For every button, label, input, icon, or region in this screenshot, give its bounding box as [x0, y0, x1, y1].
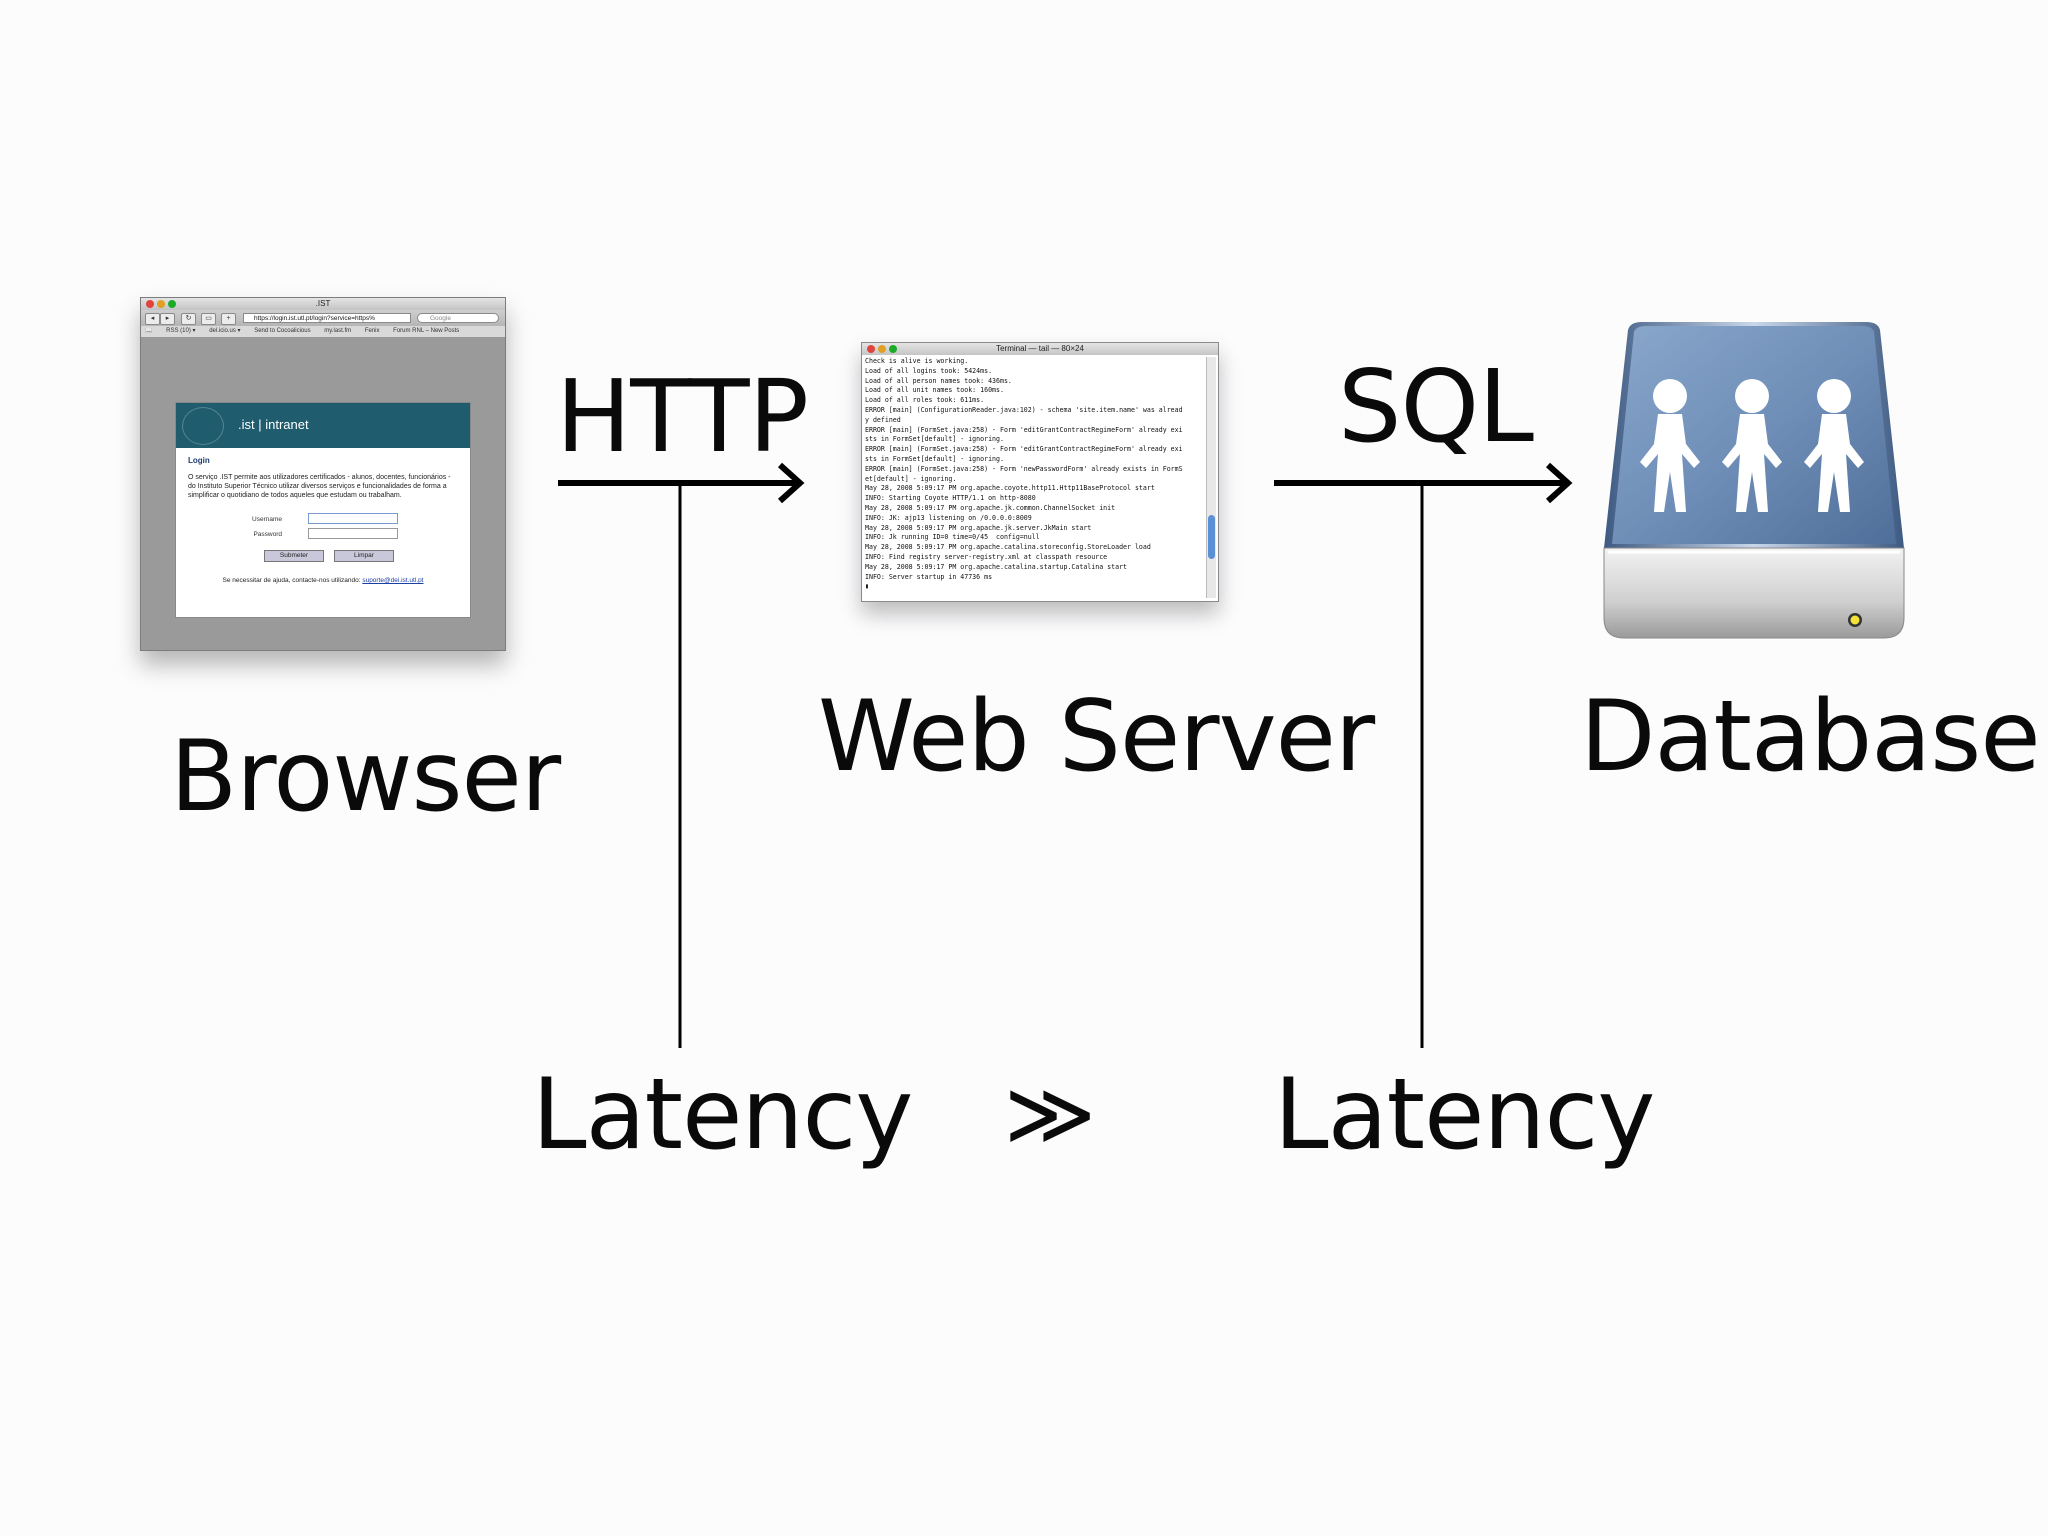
database-drive-icon — [1603, 322, 1905, 639]
web-server-label: Web Server — [818, 680, 1375, 794]
terminal-line: et[default] - ignoring. — [865, 474, 957, 483]
terminal-title: Terminal — tail — 80×24 — [996, 344, 1084, 353]
people-icon — [1640, 379, 1864, 512]
terminal-line: INFO: JK: ajp13 listening on /0.0.0.0:80… — [865, 513, 1032, 522]
terminal-line: INFO: Jk running ID=0 time=0/45 config=n… — [865, 533, 1040, 542]
terminal-line: May 28, 2008 5:09:17 PM org.apache.catal… — [865, 562, 1128, 571]
search-field: Google — [417, 313, 499, 323]
minimize-icon — [878, 345, 886, 353]
terminal-output: Check is alive is working.Load of all lo… — [865, 357, 1204, 598]
browser-titlebar: .IST — [141, 298, 505, 310]
terminal-line: May 28, 2008 5:09:17 PM org.apache.coyot… — [865, 484, 1155, 493]
much-greater-symbol: ≫ — [1004, 1062, 1096, 1165]
terminal-line: INFO: Find registry server-registry.xml … — [865, 552, 1108, 561]
bookmarks-book-icon: 📖 — [145, 328, 153, 334]
password-label: Password — [253, 531, 282, 538]
password-row: Password — [188, 527, 458, 542]
help-email: suporte@dei.ist.utl.pt — [362, 577, 424, 584]
username-row: Username — [188, 512, 458, 527]
terminal-line: sts in FormSet[default] - ignoring. — [865, 435, 1004, 444]
username-label: Username — [252, 516, 282, 523]
terminal-line: Load of all person names took: 436ms. — [865, 376, 1012, 385]
username-field — [308, 513, 398, 524]
molecule-logo-icon — [182, 407, 224, 445]
submit-button: Submeter — [264, 550, 324, 562]
window-controls — [867, 345, 900, 357]
login-body: Login O serviço .IST permite aos utiliza… — [176, 448, 470, 593]
help-line: Se necessitar de ajuda, contacte-nos uti… — [188, 576, 458, 585]
forward-icon: ▸ — [160, 313, 175, 325]
terminal-line: Load of all unit names took: 160ms. — [865, 386, 1004, 395]
terminal-line: INFO: Server startup in 47736 ms — [865, 572, 993, 581]
terminal-line: ERROR [main] (FormSet.java:258) - Form '… — [865, 425, 1183, 434]
terminal-screenshot: Terminal — tail — 80×24 Check is alive i… — [861, 342, 1219, 602]
terminal-line: May 28, 2008 5:09:17 PM org.apache.jk.se… — [865, 523, 1092, 532]
intranet-header: .ist | intranet — [176, 403, 470, 448]
terminal-line: May 28, 2008 5:09:17 PM org.apache.jk.co… — [865, 503, 1116, 512]
clear-button: Limpar — [333, 550, 394, 562]
database-label: Database — [1580, 680, 2041, 794]
terminal-line: y defined — [865, 415, 901, 424]
window-controls — [146, 300, 179, 312]
password-field — [308, 528, 398, 539]
terminal-line: Load of all logins took: 5424ms. — [865, 366, 993, 375]
terminal-line: May 28, 2008 5:09:17 PM org.apache.catal… — [865, 543, 1151, 552]
scrollbar-thumb — [1208, 515, 1215, 559]
sql-arrowhead-icon — [1545, 462, 1573, 504]
help-text: Se necessitar de ajuda, contacte-nos uti… — [222, 577, 361, 584]
terminal-line: Check is alive is working. — [865, 357, 969, 365]
sql-label: SQL — [1338, 348, 1534, 465]
browser-title: .IST — [315, 299, 331, 308]
http-label: HTTP — [556, 358, 809, 475]
browser-screenshot: .IST ◂ ▸ ↻ ▭ + https://login.ist.utl.pt/… — [140, 297, 506, 651]
terminal-line: ERROR [main] (ConfigurationReader.java:1… — [865, 405, 1183, 414]
latency-left-label: Latency — [532, 1058, 913, 1172]
browser-label: Browser — [170, 720, 561, 834]
minimize-icon — [157, 300, 165, 308]
bookmark-icon: ▭ — [201, 313, 216, 325]
login-page: .ist | intranet Login O serviço .IST per… — [175, 402, 471, 618]
intranet-brand: .ist | intranet — [238, 417, 309, 432]
bookmark-item: my.last.fm — [324, 328, 352, 334]
latency-right-label: Latency — [1274, 1058, 1655, 1172]
terminal-line: sts in FormSet[default] - ignoring. — [865, 454, 1004, 463]
zoom-icon — [168, 300, 176, 308]
terminal-line: ERROR [main] (FormSet.java:258) - Form '… — [865, 445, 1183, 454]
terminal-line: ERROR [main] (FormSet.java:258) - Form '… — [865, 464, 1183, 473]
close-icon — [146, 300, 154, 308]
reload-icon: ↻ — [181, 313, 196, 325]
zoom-icon — [889, 345, 897, 353]
bookmark-item: del.icio.us ▾ — [209, 328, 241, 334]
bookmark-item: Send to Cocoalicious — [254, 328, 311, 334]
bookmark-item: Forum RNL – New Posts — [393, 328, 460, 334]
bookmark-item: Fenix — [364, 328, 380, 334]
back-icon: ◂ — [145, 313, 160, 325]
terminal-scrollbar — [1206, 357, 1216, 598]
terminal-line: ▮ — [865, 582, 869, 591]
terminal-line: Load of all roles took: 611ms. — [865, 396, 985, 405]
terminal-titlebar: Terminal — tail — 80×24 — [862, 343, 1218, 355]
bookmark-item: RSS (10) ▾ — [166, 328, 196, 334]
terminal-line: INFO: Starting Coyote HTTP/1.1 on http-8… — [865, 494, 1036, 503]
add-icon: + — [221, 313, 236, 325]
login-buttons: Submeter Limpar — [188, 550, 458, 562]
login-heading: Login — [188, 456, 210, 465]
close-icon — [867, 345, 875, 353]
url-field: https://login.ist.utl.pt/login?service=h… — [243, 313, 411, 323]
login-intro: O serviço .IST permite aos utilizadores … — [188, 474, 451, 499]
browser-toolbar: ◂ ▸ ↻ ▭ + https://login.ist.utl.pt/login… — [141, 310, 505, 326]
bookmarks-bar: 📖 RSS (10) ▾ del.icio.us ▾ Send to Cocoa… — [141, 326, 505, 338]
